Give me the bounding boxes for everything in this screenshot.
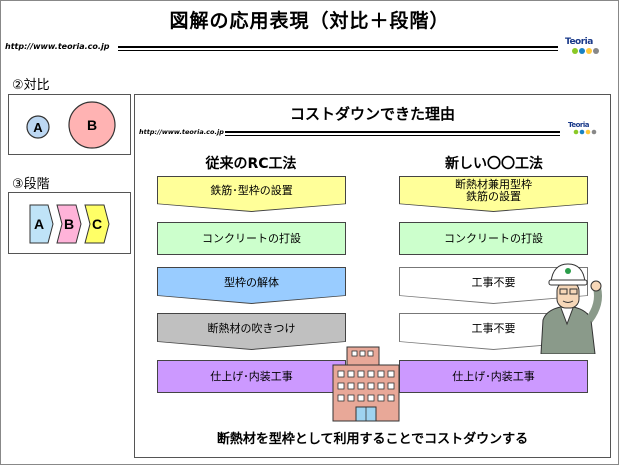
circle-a-label: A xyxy=(33,120,43,135)
contrast-diagram: A B xyxy=(26,101,116,149)
left-step-3: 型枠の解体 xyxy=(158,268,345,303)
panel-title: コストダウンできた理由 xyxy=(289,105,455,123)
left-column-heading: 従来のRC工法 xyxy=(205,156,297,172)
header-url: http://www.teoria.co.jp xyxy=(5,42,110,51)
right-column-heading: 新しい〇〇工法 xyxy=(445,156,543,172)
stages-diagram: A B C xyxy=(29,204,110,244)
stages-box: A B C xyxy=(8,192,131,254)
stage-a-label: A xyxy=(34,216,44,232)
stage-a-chevron xyxy=(29,204,54,244)
construction-worker-icon xyxy=(540,263,602,354)
right-step-2: コンクリートの打設 xyxy=(399,222,588,255)
header-rule-thin xyxy=(118,50,558,51)
stage-b-chevron xyxy=(56,204,82,244)
left-step-1: 鉄筋･型枠の設置 xyxy=(158,177,345,211)
circle-b xyxy=(68,101,116,149)
panel-footer: 断熱材を型枠として利用することでコストダウンする xyxy=(216,432,529,447)
stage-c-chevron xyxy=(84,204,110,244)
contrast-label: ②対比 xyxy=(12,78,50,93)
panel-logo-dots-icon xyxy=(573,129,597,135)
panel-url: http://www.teoria.co.jp xyxy=(139,128,224,136)
panel-rule xyxy=(225,131,560,133)
teoria-logo: Teoria xyxy=(565,37,603,55)
left-step-2: コンクリートの打設 xyxy=(157,222,346,255)
stages-label: ③段階 xyxy=(12,177,50,192)
building-icon xyxy=(332,346,400,422)
logo-dots-icon xyxy=(572,48,599,54)
header-rule xyxy=(118,46,558,48)
cost-down-panel: コストダウンできた理由 http://www.teoria.co.jp Teor… xyxy=(134,94,611,458)
stage-b-label: B xyxy=(64,216,74,232)
stage-c-label: C xyxy=(92,216,102,232)
contrast-box: A B xyxy=(8,94,131,155)
right-step-5: 仕上げ･内装工事 xyxy=(399,360,588,393)
page-title: 図解の応用表現（対比＋段階） xyxy=(169,10,450,32)
right-step-1: 断熱材兼用型枠 鉄筋の設置 xyxy=(400,177,587,211)
circle-b-label: B xyxy=(87,117,97,133)
left-step-5: 仕上げ･内装工事 xyxy=(157,360,346,393)
panel-logo: Teoria xyxy=(568,121,598,135)
panel-rule-thin xyxy=(225,135,560,136)
circle-a xyxy=(26,115,50,139)
left-step-4: 断熱材の吹きつけ xyxy=(158,314,345,349)
